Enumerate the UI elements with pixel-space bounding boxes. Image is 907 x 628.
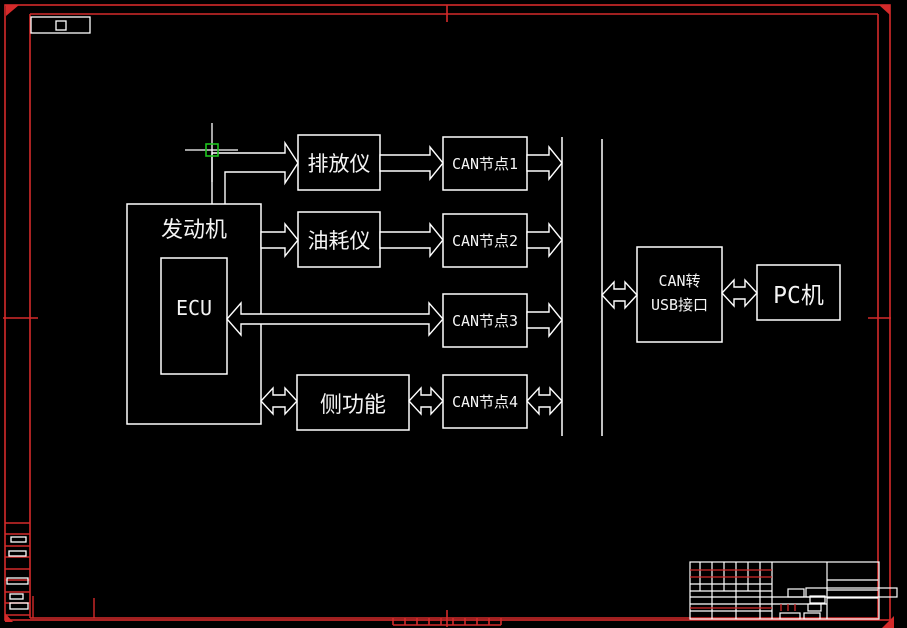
can-bus[interactable]	[561, 137, 603, 436]
can-node-3-block[interactable]	[442, 293, 528, 348]
arrow-engine-to-emission[interactable]	[211, 140, 299, 204]
can-node-2-block[interactable]	[442, 213, 528, 268]
top-left-reference-box[interactable]	[30, 16, 91, 34]
bottom-scale-comb	[392, 618, 502, 626]
title-block-extension-band	[805, 587, 898, 598]
can-usb-interface-block[interactable]	[636, 246, 723, 343]
corner-triangle-top-right	[879, 5, 890, 15]
crosshair-cursor	[185, 123, 238, 182]
arrow-canusb-to-pc[interactable]	[721, 278, 758, 308]
emission-meter-block[interactable]	[297, 134, 381, 191]
arrow-can4-to-bus[interactable]	[526, 386, 563, 416]
corner-triangle-top-left	[6, 5, 19, 16]
can-node-1-block[interactable]	[442, 136, 528, 191]
ecu-block[interactable]	[160, 257, 228, 375]
side-function-block[interactable]	[296, 374, 410, 431]
arrow-ecu-to-can3[interactable]	[226, 301, 444, 337]
corner-triangle-bottom-right	[882, 616, 894, 628]
arrow-can3-to-bus[interactable]	[526, 302, 563, 338]
arrow-fuel-to-can2[interactable]	[379, 222, 444, 258]
drawing-frame[interactable]	[3, 4, 891, 627]
frame-corner-triangles	[5, 5, 894, 628]
arrow-emission-to-can1[interactable]	[379, 145, 444, 181]
arrow-engine-to-side-function[interactable]	[260, 386, 298, 416]
arrow-side-function-to-can4[interactable]	[408, 386, 444, 416]
title-block[interactable]	[689, 561, 898, 620]
arrow-bus-to-canusb[interactable]	[601, 280, 638, 310]
can-node-4-block[interactable]	[442, 374, 528, 429]
arrow-can1-to-bus[interactable]	[526, 145, 563, 181]
pc-block[interactable]	[756, 264, 841, 321]
pickbox-icon	[205, 143, 219, 157]
fuel-meter-block[interactable]	[297, 211, 381, 268]
arrow-can2-to-bus[interactable]	[526, 222, 563, 258]
arrow-engine-to-fuel[interactable]	[260, 222, 299, 258]
revision-ladder[interactable]	[5, 522, 95, 618]
